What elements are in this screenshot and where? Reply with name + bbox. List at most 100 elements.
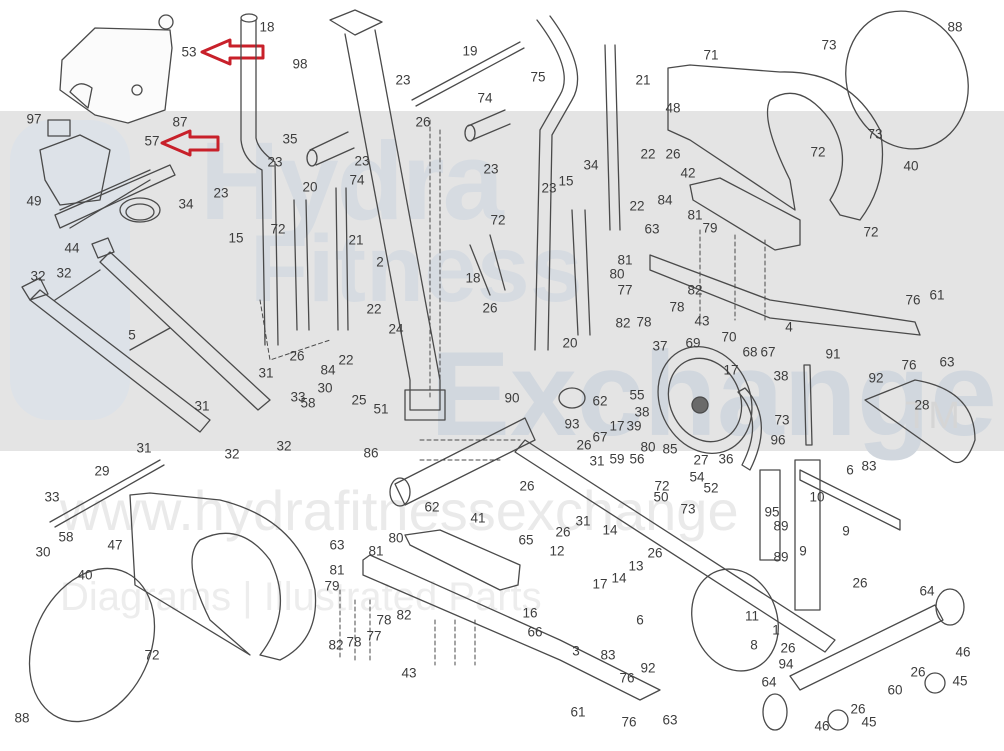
part-label-80: 80 [609,266,625,282]
part-label-82: 82 [328,637,344,653]
part-label-19: 19 [462,43,478,59]
part-label-96: 96 [770,432,786,448]
part-label-36: 36 [718,451,734,467]
pedal-arm-4-part [649,254,921,336]
part-label-93: 93 [564,416,580,432]
tube-20b-part [571,209,591,336]
part-label-76: 76 [901,357,917,373]
part-label-33: 33 [44,489,60,505]
part-label-27: 27 [693,452,709,468]
part-label-72: 72 [654,478,670,494]
part-label-26: 26 [555,524,571,540]
part-label-43: 43 [401,665,417,681]
part-label-58: 58 [300,395,316,411]
part-label-30: 30 [35,544,51,560]
part-label-22: 22 [640,146,656,162]
part-label-31: 31 [194,398,210,414]
part-label-92: 92 [868,370,884,386]
tube-21b-part [604,44,621,231]
part-label-31: 31 [589,453,605,469]
part-label-3: 3 [572,643,580,659]
part-label-21: 21 [348,232,364,248]
axle-29-part [49,459,165,528]
part-label-63: 63 [662,712,678,728]
part-label-88: 88 [14,710,30,726]
part-label-31: 31 [136,440,152,456]
part-label-71: 71 [703,47,719,63]
part-label-29: 29 [94,463,110,479]
part-label-67: 67 [760,344,776,360]
part-label-81: 81 [617,252,633,268]
base-frame-5-part [21,237,271,433]
part-label-62: 62 [592,393,608,409]
part-label-78: 78 [346,634,362,650]
part-label-76: 76 [905,292,921,308]
part-label-47: 47 [107,537,123,553]
part-label-76: 76 [619,670,635,686]
part-label-23: 23 [213,185,229,201]
assembly-lines [259,119,766,666]
part-label-97: 97 [26,111,42,127]
part-label-26: 26 [415,114,431,130]
part-label-50: 50 [653,489,669,505]
part-label-20: 20 [562,335,578,351]
part-label-26: 26 [482,300,498,316]
main-upright-part [329,9,446,421]
part-label-16: 16 [522,605,538,621]
part-label-65: 65 [518,532,534,548]
part-label-64: 64 [761,674,777,690]
part-label-6: 6 [846,462,854,478]
cover-40b-part [28,567,156,723]
part-label-4: 4 [785,319,793,335]
part-label-57: 57 [144,133,160,149]
part-label-6: 6 [636,612,644,628]
part-label-17: 17 [723,362,739,378]
part-label-22: 22 [338,352,354,368]
part-label-72: 72 [144,647,160,663]
end-cap-64b-part [935,588,965,626]
part-label-75: 75 [530,69,546,85]
part-label-21: 21 [635,72,651,88]
part-label-98: 98 [292,56,308,72]
part-label-31: 31 [575,513,591,529]
part-label-73: 73 [774,412,790,428]
end-cap-62b-part [558,387,586,409]
frame-upright-part [759,459,821,611]
part-label-30: 30 [317,380,333,396]
tube-19-part [411,41,525,107]
part-label-83: 83 [861,458,877,474]
part-label-58: 58 [58,529,74,545]
knob-53 [158,14,174,30]
arrow-57-icon [160,129,220,157]
magnet-96-part [737,387,762,471]
part-label-72: 72 [863,224,879,240]
part-label-81: 81 [329,562,345,578]
bar-6-part [799,469,901,531]
pedal-42-part [689,177,801,251]
part-label-38: 38 [773,368,789,384]
part-label-37: 37 [652,338,668,354]
shroud-48-part [667,64,884,221]
part-label-72: 72 [270,221,286,237]
part-label-14: 14 [602,522,618,538]
tube-21-part [335,187,349,331]
part-label-61: 61 [570,704,586,720]
crossbar-90-part [394,417,536,506]
part-label-81: 81 [687,207,703,223]
part-label-70: 70 [721,329,737,345]
part-label-32: 32 [276,438,292,454]
end-cap-64-part [762,693,788,731]
part-label-90: 90 [504,390,520,406]
part-label-94: 94 [778,656,794,672]
part-label-95: 95 [764,504,780,520]
part-label-87: 87 [172,114,188,130]
part-label-26: 26 [519,478,535,494]
part-label-68: 68 [742,344,758,360]
part-label-23: 23 [541,180,557,196]
part-label-64: 64 [919,583,935,599]
part-label-22: 22 [366,301,382,317]
cover-40-part [845,10,969,150]
part-label-88: 88 [947,19,963,35]
part-label-18: 18 [259,19,275,35]
